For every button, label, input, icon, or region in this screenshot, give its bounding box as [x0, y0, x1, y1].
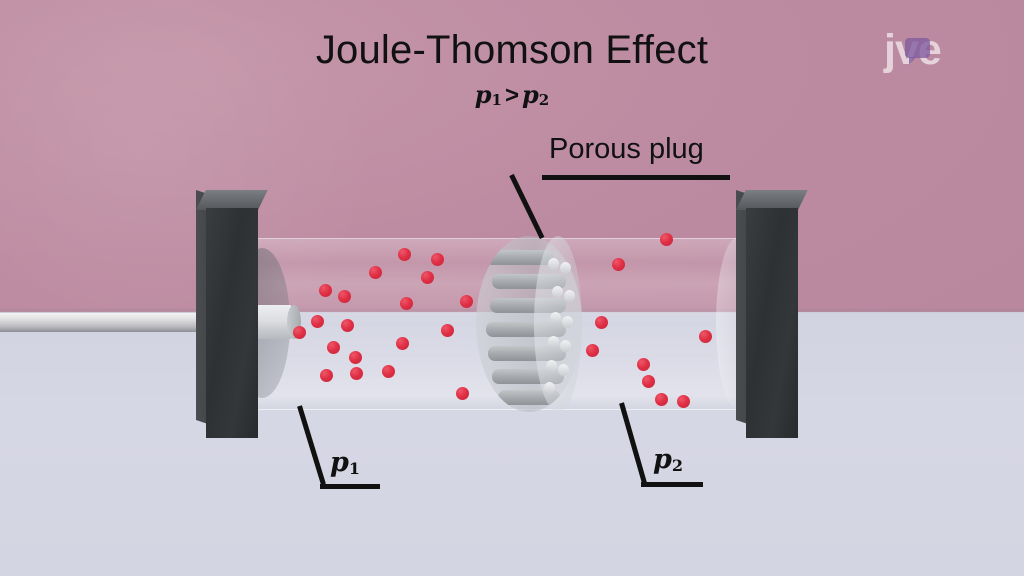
porous-plug-hole [560, 262, 571, 274]
porous-plug-label: Porous plug [549, 133, 704, 165]
porous-plug-hole [546, 360, 557, 372]
porous-plug-hole [552, 286, 563, 298]
porous-plug-hole [560, 340, 571, 352]
gas-molecule [398, 248, 411, 261]
gas-molecule [293, 326, 306, 339]
pressure-relation-subtitle: p1>p2 [0, 80, 1024, 110]
gas-molecule [319, 284, 332, 297]
piston-plate-left [196, 190, 268, 438]
gas-molecule [431, 253, 444, 266]
porous-plug-leader-horizontal [542, 175, 730, 180]
porous-plug-rod [485, 250, 553, 265]
gas-molecule [338, 290, 351, 303]
p2-leader-horizontal [641, 482, 703, 487]
gas-molecule [320, 369, 333, 382]
gas-molecule [311, 315, 324, 328]
porous-plug-hole [550, 312, 561, 324]
porous-plug [476, 236, 582, 412]
porous-plug-hole [548, 258, 559, 270]
subtitle-p2-subscript: 2 [538, 91, 550, 109]
gas-molecule [382, 365, 395, 378]
subtitle-p2: p [522, 80, 539, 109]
piston-plate-right [736, 190, 808, 438]
porous-plug-hole [562, 316, 573, 328]
subtitle-p1-subscript: 1 [491, 91, 502, 109]
gas-molecule [637, 358, 650, 371]
jove-logo[interactable]: jve [884, 28, 976, 72]
gas-molecule [655, 393, 668, 406]
gas-molecule [327, 341, 340, 354]
pressure-low-subscript: 2 [671, 456, 684, 475]
gas-molecule [349, 351, 362, 364]
porous-plug-hole [548, 336, 559, 348]
subtitle-p1: p [474, 80, 492, 109]
subtitle-operator: > [504, 82, 519, 109]
piston-plate-right-face [746, 208, 798, 438]
speech-bubble-icon [905, 38, 930, 65]
gas-molecule [456, 387, 469, 400]
gas-molecule [400, 297, 413, 310]
gas-molecule [595, 316, 608, 329]
piston-plate-left-top [196, 190, 268, 210]
gas-molecule [441, 324, 454, 337]
piston-rod-left [0, 313, 246, 332]
gas-molecule [586, 344, 599, 357]
gas-molecule [369, 266, 382, 279]
gas-molecule [677, 395, 690, 408]
gas-molecule [699, 330, 712, 343]
pressure-high-subscript: 1 [348, 459, 361, 478]
porous-plug-hole [544, 382, 555, 394]
page-title: Joule-Thomson Effect [315, 28, 709, 72]
pressure-high-label: p1 [330, 447, 360, 478]
porous-plug-hole [564, 290, 575, 302]
pressure-high-symbol: p [330, 447, 349, 478]
gas-molecule [421, 271, 434, 284]
piston-plate-right-top [736, 190, 808, 210]
gas-molecule [460, 295, 473, 308]
pressure-low-label: p2 [653, 444, 683, 475]
porous-plug-hole [558, 364, 569, 376]
gas-molecule [612, 258, 625, 271]
gas-molecule [396, 337, 409, 350]
p1-leader-horizontal [320, 484, 380, 489]
gas-molecule [642, 375, 655, 388]
gas-molecule [341, 319, 354, 332]
gas-molecule [350, 367, 363, 380]
gas-molecule [660, 233, 673, 246]
piston-plate-left-face [206, 208, 258, 438]
pressure-low-symbol: p [653, 444, 672, 475]
